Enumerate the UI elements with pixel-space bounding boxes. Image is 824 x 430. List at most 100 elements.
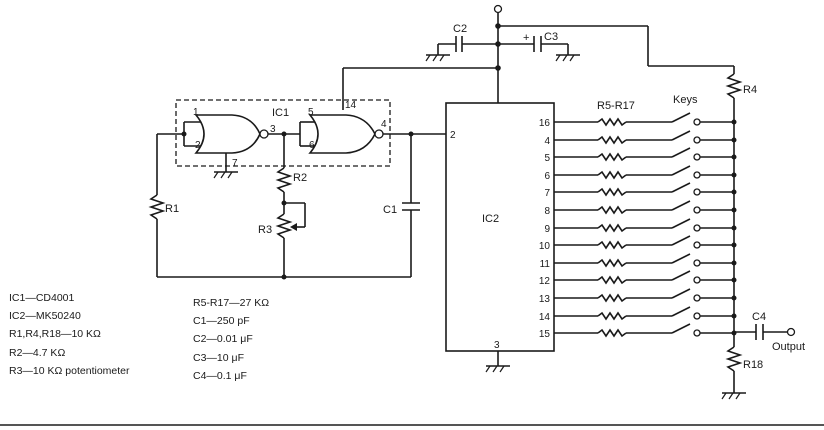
- parts-list-item: C2—0.01 μF: [193, 333, 253, 346]
- ic1-gate1-inputs: [157, 121, 227, 172]
- key-resistor: [597, 311, 627, 321]
- ic2-key-pin: 16: [539, 118, 551, 129]
- key-switch: [671, 218, 691, 229]
- ground-symbol: [213, 171, 238, 179]
- ic2-key-pin: 11: [540, 259, 551, 270]
- output-label: Output: [772, 341, 805, 353]
- resistor-r18: [725, 332, 743, 393]
- key-contact: [693, 329, 701, 337]
- key-row: 7: [544, 182, 737, 199]
- key-row: 13: [539, 288, 737, 305]
- key-switch: [671, 130, 691, 141]
- key-switch: [671, 306, 691, 317]
- c4-label: C4: [752, 311, 766, 323]
- ic1-pin-5: 5: [308, 107, 314, 118]
- ic2-key-pin: 6: [544, 171, 550, 182]
- key-contact: [693, 206, 701, 214]
- key-row: 12: [539, 270, 737, 287]
- key-row: 9: [544, 218, 737, 235]
- resistor-r1: [148, 134, 166, 277]
- parts-list-left: IC1—CD4001 IC2—MK50240 R1,R4,R18—10 KΩ R…: [9, 289, 130, 380]
- ic1-pin-3: 3: [270, 124, 276, 135]
- key-switch: [671, 182, 691, 193]
- parts-list-item: C4—0.1 μF: [193, 369, 247, 382]
- ic1-pin-14: 14: [345, 100, 357, 111]
- parts-list-item: IC1—CD4001: [9, 292, 75, 304]
- key-contact: [693, 312, 701, 320]
- parts-list-item: C1—250 pF: [193, 315, 250, 328]
- r2-label: R2: [293, 172, 307, 184]
- capacitor-c3: [498, 36, 569, 55]
- key-switch: [671, 253, 691, 264]
- resistor-r2: [275, 167, 293, 214]
- parts-list-item: R3—10 KΩ potentiometer: [9, 364, 130, 377]
- supply-rail: [342, 4, 735, 110]
- r18-label: R18: [743, 359, 763, 371]
- key-switch: [671, 165, 691, 176]
- key-resistor: [597, 117, 627, 127]
- key-resistor: [597, 205, 627, 215]
- key-contact: [693, 276, 701, 284]
- key-switch: [671, 270, 691, 281]
- key-row: 4: [544, 130, 737, 147]
- key-resistor: [597, 223, 627, 233]
- key-resistor: [597, 328, 627, 338]
- ic1-pin-4: 4: [381, 119, 387, 130]
- ground-symbol: [555, 54, 580, 62]
- key-contact: [693, 241, 701, 249]
- resistor-r4: [725, 73, 743, 332]
- r3-label: R3: [258, 224, 272, 236]
- key-row: 14: [539, 306, 737, 323]
- key-row: 11: [540, 253, 737, 270]
- parts-list-item: R1,R4,R18—10 KΩ: [9, 328, 101, 341]
- key-contact: [693, 118, 701, 126]
- key-resistor: [597, 135, 627, 145]
- key-resistor: [597, 152, 627, 162]
- ic2-pin-input: 2: [450, 130, 456, 141]
- c2-label: C2: [453, 23, 467, 35]
- ic1-pin-7: 7: [232, 158, 238, 169]
- ic2-label: IC2: [482, 213, 499, 225]
- ic2-key-pin: 10: [539, 241, 551, 252]
- ic1-interconnect: [268, 121, 446, 203]
- nor-gate-2: [308, 114, 384, 154]
- key-switch: [671, 288, 691, 299]
- capacitor-c4: [734, 324, 796, 340]
- key-resistor: [597, 187, 627, 197]
- c3-label: C3: [544, 31, 558, 43]
- key-resistor: [597, 293, 627, 303]
- key-resistor: [597, 240, 627, 250]
- key-switch: [671, 235, 691, 246]
- capacitor-c1: [402, 202, 420, 277]
- key-contact: [693, 224, 701, 232]
- key-row: 6: [544, 165, 737, 182]
- key-resistor: [597, 275, 627, 285]
- key-resistor: [597, 170, 627, 180]
- ground-symbol: [425, 54, 450, 62]
- parts-list-right: R5-R17—27 KΩ C1—250 pF C2—0.01 μF C3—10 …: [193, 294, 269, 385]
- key-contact: [693, 171, 701, 179]
- page-rule: [0, 424, 824, 426]
- key-resistor: [597, 258, 627, 268]
- ic2-key-pin: 13: [539, 294, 551, 305]
- ic2-key-pin: 7: [544, 188, 550, 199]
- ic1-pin-1: 1: [193, 107, 199, 118]
- ground-symbol: [485, 365, 510, 373]
- ic2-key-pin: 8: [544, 206, 550, 217]
- ic2-key-pin: 12: [539, 276, 551, 287]
- ground-symbol: [721, 392, 746, 400]
- ic2-package: [445, 102, 555, 352]
- key-row: 5: [544, 147, 737, 164]
- nor-gate-1: [194, 114, 269, 154]
- key-switch: [671, 112, 691, 123]
- key-row: 15: [539, 323, 737, 340]
- parts-list-item: R5-R17—27 KΩ: [193, 297, 270, 309]
- r1-label: R1: [165, 203, 179, 215]
- ic2-key-pin: 5: [544, 153, 550, 164]
- c3-polarity: +: [523, 32, 529, 44]
- key-contact: [693, 294, 701, 302]
- keys-label: Keys: [673, 94, 698, 106]
- r4-label: R4: [743, 84, 757, 96]
- ic2-pin-ground: 3: [494, 340, 500, 351]
